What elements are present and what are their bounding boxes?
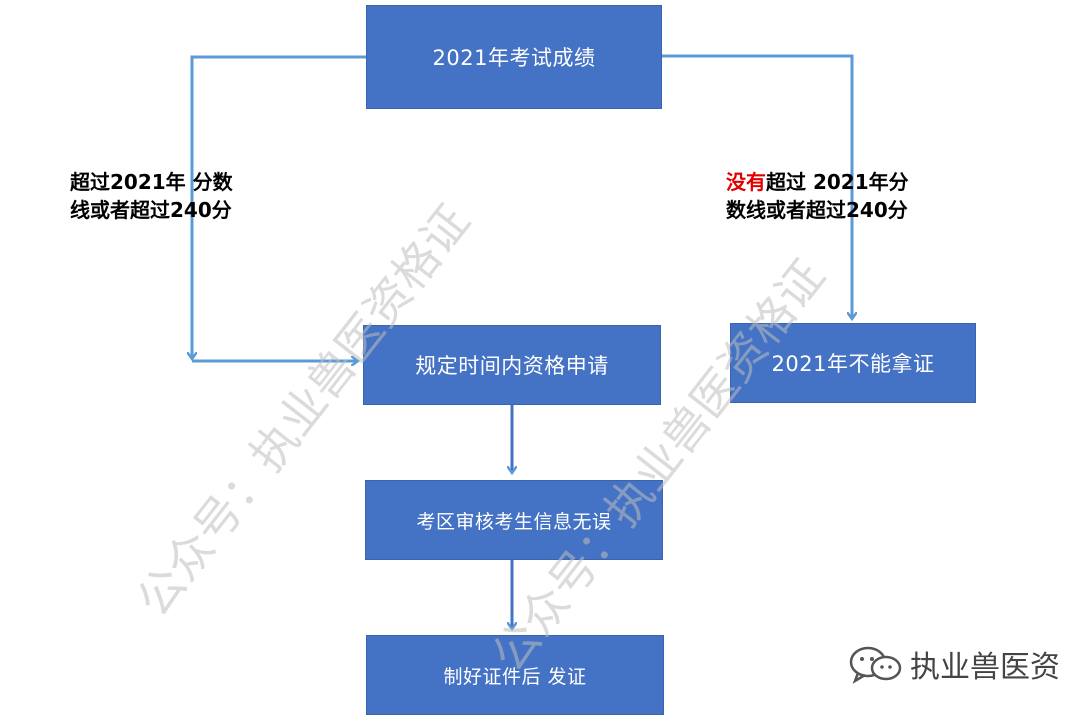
- edge-label-pass: 超过2021年 分数 线或者超过240分: [70, 168, 233, 224]
- edge-score-to-apply: [192, 55, 366, 358]
- brand-name: 执业兽医资: [910, 650, 1060, 685]
- node-issue-certificate-label: 制好证件后 发证: [443, 665, 587, 688]
- edge-label-fail-line1: 没有超过 2021年分: [726, 168, 909, 196]
- chat-bubble-icon: [849, 646, 902, 684]
- edge-label-fail: 没有超过 2021年分 数线或者超过240分: [726, 168, 909, 224]
- edge-label-fail-line2: 数线或者超过240分: [726, 198, 908, 222]
- node-qualification-application: 规定时间内资格申请: [363, 325, 661, 405]
- edge-label-pass-line1: 超过2021年 分数: [70, 170, 233, 194]
- node-no-certificate-label: 2021年不能拿证: [771, 352, 935, 376]
- node-qualification-application-label: 规定时间内资格申请: [415, 354, 609, 378]
- node-no-certificate: 2021年不能拿证: [730, 323, 976, 403]
- node-exam-score: 2021年考试成绩: [366, 5, 662, 109]
- node-issue-certificate: 制好证件后 发证: [366, 635, 664, 715]
- edge-score-to-nocert: [638, 54, 852, 318]
- node-review-info: 考区审核考生信息无误: [365, 480, 663, 560]
- edge-label-fail-negation: 没有: [726, 170, 766, 194]
- edge-label-pass-line2: 线或者超过240分: [70, 198, 232, 222]
- brand-mark: 执业兽医资: [848, 642, 1060, 686]
- node-review-info-label: 考区审核考生信息无误: [416, 510, 612, 533]
- edge-label-fail-line1-rest: 超过 2021年分: [766, 170, 909, 194]
- node-exam-score-label: 2021年考试成绩: [432, 46, 596, 70]
